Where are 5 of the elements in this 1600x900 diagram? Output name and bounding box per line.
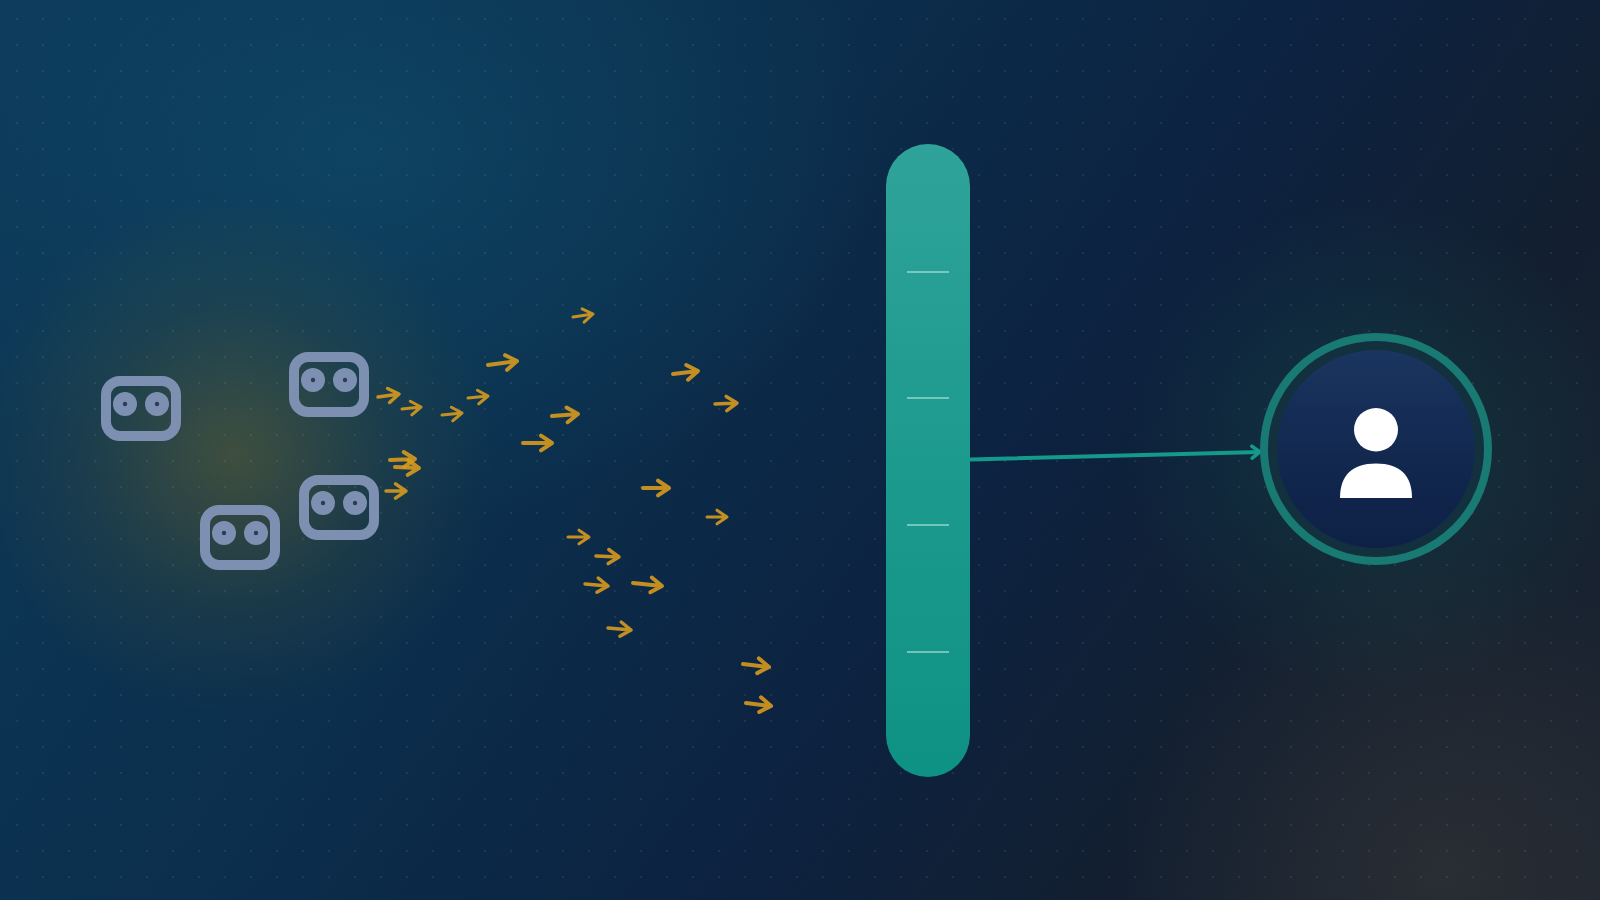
robot-icon [200, 505, 280, 570]
arrow [968, 444, 1262, 462]
robot-icon [299, 475, 379, 540]
robot-icon [289, 352, 369, 417]
robot-icon [101, 376, 181, 441]
